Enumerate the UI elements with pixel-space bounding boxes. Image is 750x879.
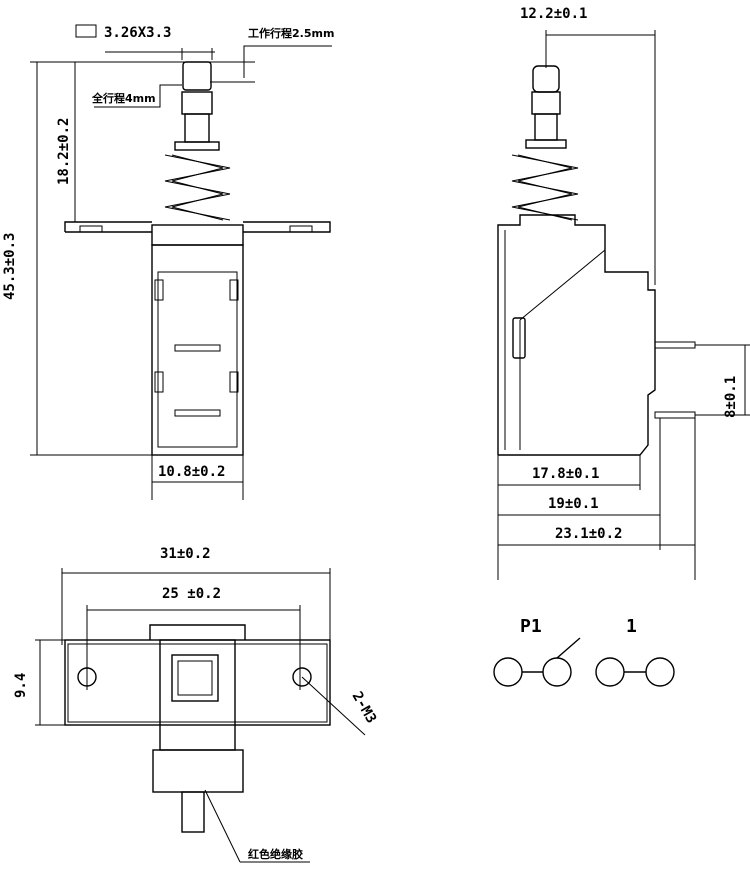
dim-total-height: 45.3±0.3 (2, 233, 18, 300)
side-view: 12.2±0.1 8±0.1 17.8±0.1 19±0.1 23.1±0.2 (497, 6, 750, 580)
dim-plate-length: 31±0.2 (160, 546, 211, 562)
bottom-view: 31±0.2 25 ±0.2 9.4 2-M3 红色绝缘胶 (13, 546, 380, 863)
hole-label: 2-M3 (349, 689, 380, 726)
dim-plunger-height: 18.2±0.2 (56, 118, 72, 185)
dim-depth-19: 19±0.1 (548, 496, 599, 512)
working-travel-label: 工作行程2.5mm (248, 26, 334, 40)
pad-symbol (75, 24, 97, 38)
dim-overall-depth: 23.1±0.2 (555, 526, 622, 542)
dim-side-top: 12.2±0.1 (520, 6, 587, 22)
pad-size-label: 3.26X3.3 (104, 25, 171, 41)
dim-body-depth: 17.8±0.1 (532, 466, 599, 482)
dim-hole-pitch: 25 ±0.2 (162, 586, 221, 602)
label-p1: P1 (520, 616, 542, 637)
label-1: 1 (626, 616, 637, 637)
dim-pin-pitch: 8±0.1 (723, 376, 739, 418)
front-view: 3.26X3.3 工作行程2.5mm 全行程4mm 45.3±0.3 18.2 (2, 24, 334, 500)
dim-body-width: 10.8±0.2 (158, 464, 225, 480)
full-travel-label: 全行程4mm (91, 91, 156, 105)
insulation-label: 红色绝缘胶 (248, 847, 303, 861)
dim-plate-height: 9.4 (13, 673, 29, 698)
switch-schematic: P1 1 (493, 616, 675, 687)
